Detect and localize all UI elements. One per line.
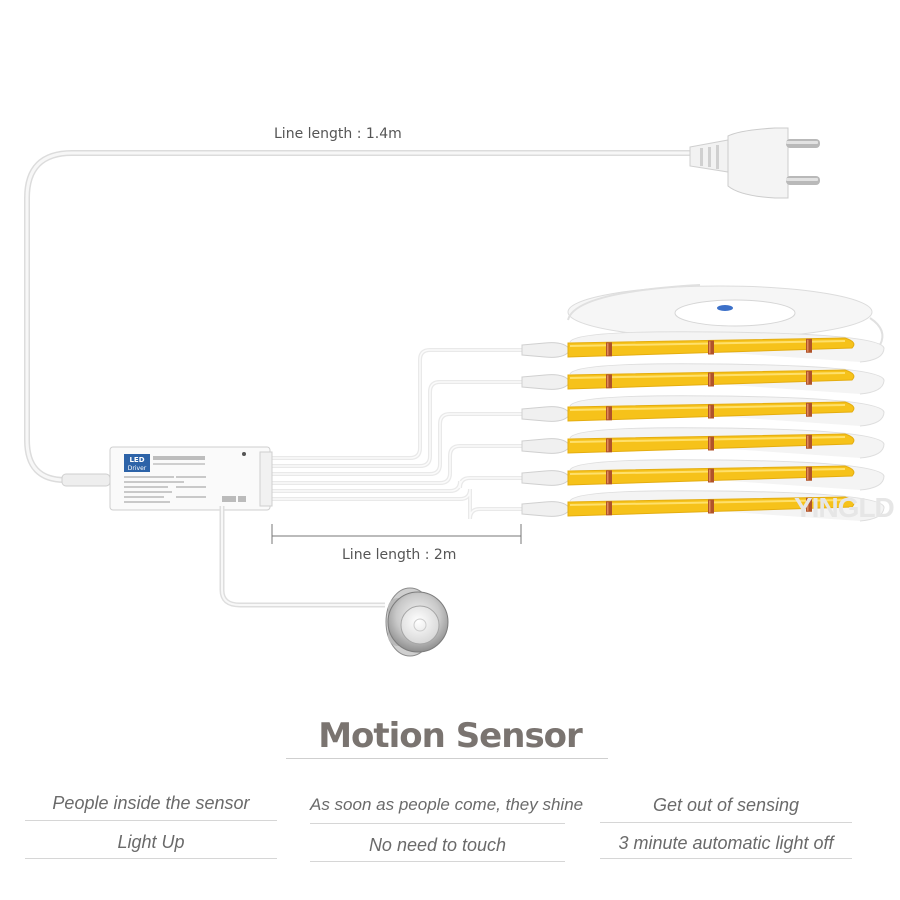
cut-marker [708, 404, 714, 419]
strip-cable-highlight [272, 413, 525, 475]
strip-connector [521, 342, 571, 358]
feature-3-divider [600, 822, 852, 823]
strip-cable [272, 488, 525, 520]
led-strips [272, 331, 885, 522]
strip-connector [521, 501, 571, 517]
feature-3-line-1: Get out of sensing [652, 795, 800, 815]
strip-cable-highlight [272, 488, 525, 520]
cut-marker [606, 374, 612, 389]
cut-marker-pad [709, 405, 711, 418]
section-title: Motion Sensor [318, 716, 583, 756]
strip-connector [521, 374, 571, 390]
cut-marker-pad [807, 371, 809, 384]
cut-marker-pad [807, 403, 809, 416]
cut-marker [806, 434, 812, 449]
feature-1-line-2: Light Up [117, 832, 185, 852]
strip-cable-highlight [272, 349, 525, 459]
led-strip-highlight [569, 436, 846, 443]
dimension-line-strips [271, 524, 522, 544]
led-strip-highlight [569, 468, 846, 475]
cut-marker [708, 499, 714, 514]
cut-marker [708, 468, 714, 483]
cut-marker-pad [709, 341, 711, 354]
strip-cable-highlight [272, 477, 525, 492]
plug-cable-length-label: Line length : 1.4m [274, 126, 402, 142]
feature-2-divider [310, 823, 565, 824]
feature-1-divider [25, 820, 277, 821]
strip-cable-highlight [272, 381, 525, 467]
cut-marker [708, 436, 714, 451]
led-strip-highlight [569, 372, 846, 379]
cut-marker-pad [607, 471, 609, 484]
cut-marker-pad [607, 439, 609, 452]
cut-marker-pad [709, 437, 711, 450]
feature-1-line-1: People inside the sensor [52, 793, 250, 813]
wiring-diagram: LED Driver [24, 127, 885, 657]
cut-marker-pad [709, 373, 711, 386]
cut-marker [806, 402, 812, 417]
eu-plug [689, 127, 820, 199]
cut-marker [806, 338, 812, 353]
cut-marker [606, 342, 612, 357]
strip-cable [272, 380, 525, 468]
cut-marker-pad [607, 343, 609, 356]
led-driver: LED Driver [109, 446, 273, 511]
led-strip-highlight [569, 404, 846, 411]
strip-connector [521, 438, 571, 454]
led-strip-highlight [569, 340, 846, 347]
feature-2-line-2: No need to touch [368, 835, 507, 855]
cut-marker-pad [709, 500, 711, 513]
cut-marker [806, 370, 812, 385]
feature-2-line-1: As soon as people come, they shine [310, 795, 584, 814]
title-divider [286, 758, 608, 759]
cut-marker [606, 438, 612, 453]
driver-badge-top: LED [129, 456, 144, 464]
feature-3-divider-bottom [600, 858, 852, 859]
cut-marker-pad [607, 375, 609, 388]
cut-marker [806, 466, 812, 481]
cut-marker-pad [807, 339, 809, 352]
strip-cable-highlight [272, 445, 525, 484]
feature-1-divider-bottom [25, 858, 277, 859]
led-strip-reels [567, 284, 884, 346]
strip-cable-length-label: Line length : 2m [342, 547, 457, 563]
strip-connector [521, 406, 571, 422]
strip-cable [272, 348, 525, 460]
cut-marker-pad [607, 407, 609, 420]
led-strip-highlight [569, 499, 846, 506]
cut-marker-pad [807, 435, 809, 448]
cut-marker-pad [807, 467, 809, 480]
cut-marker-pad [607, 502, 609, 515]
feature-2-divider-bottom [310, 861, 565, 862]
cut-marker [806, 497, 812, 512]
cut-marker [606, 501, 612, 516]
cut-marker-pad [709, 469, 711, 482]
strip-connector [521, 470, 571, 486]
feature-3-line-2: 3 minute automatic light off [618, 833, 834, 853]
cut-marker [606, 470, 612, 485]
cut-marker [606, 406, 612, 421]
brand-watermark: YINGLD [794, 492, 895, 523]
cut-marker [708, 372, 714, 387]
cut-marker [708, 340, 714, 355]
cut-marker-pad [807, 498, 809, 511]
driver-badge-bottom: Driver [128, 465, 147, 472]
motion-sensor [385, 587, 449, 657]
